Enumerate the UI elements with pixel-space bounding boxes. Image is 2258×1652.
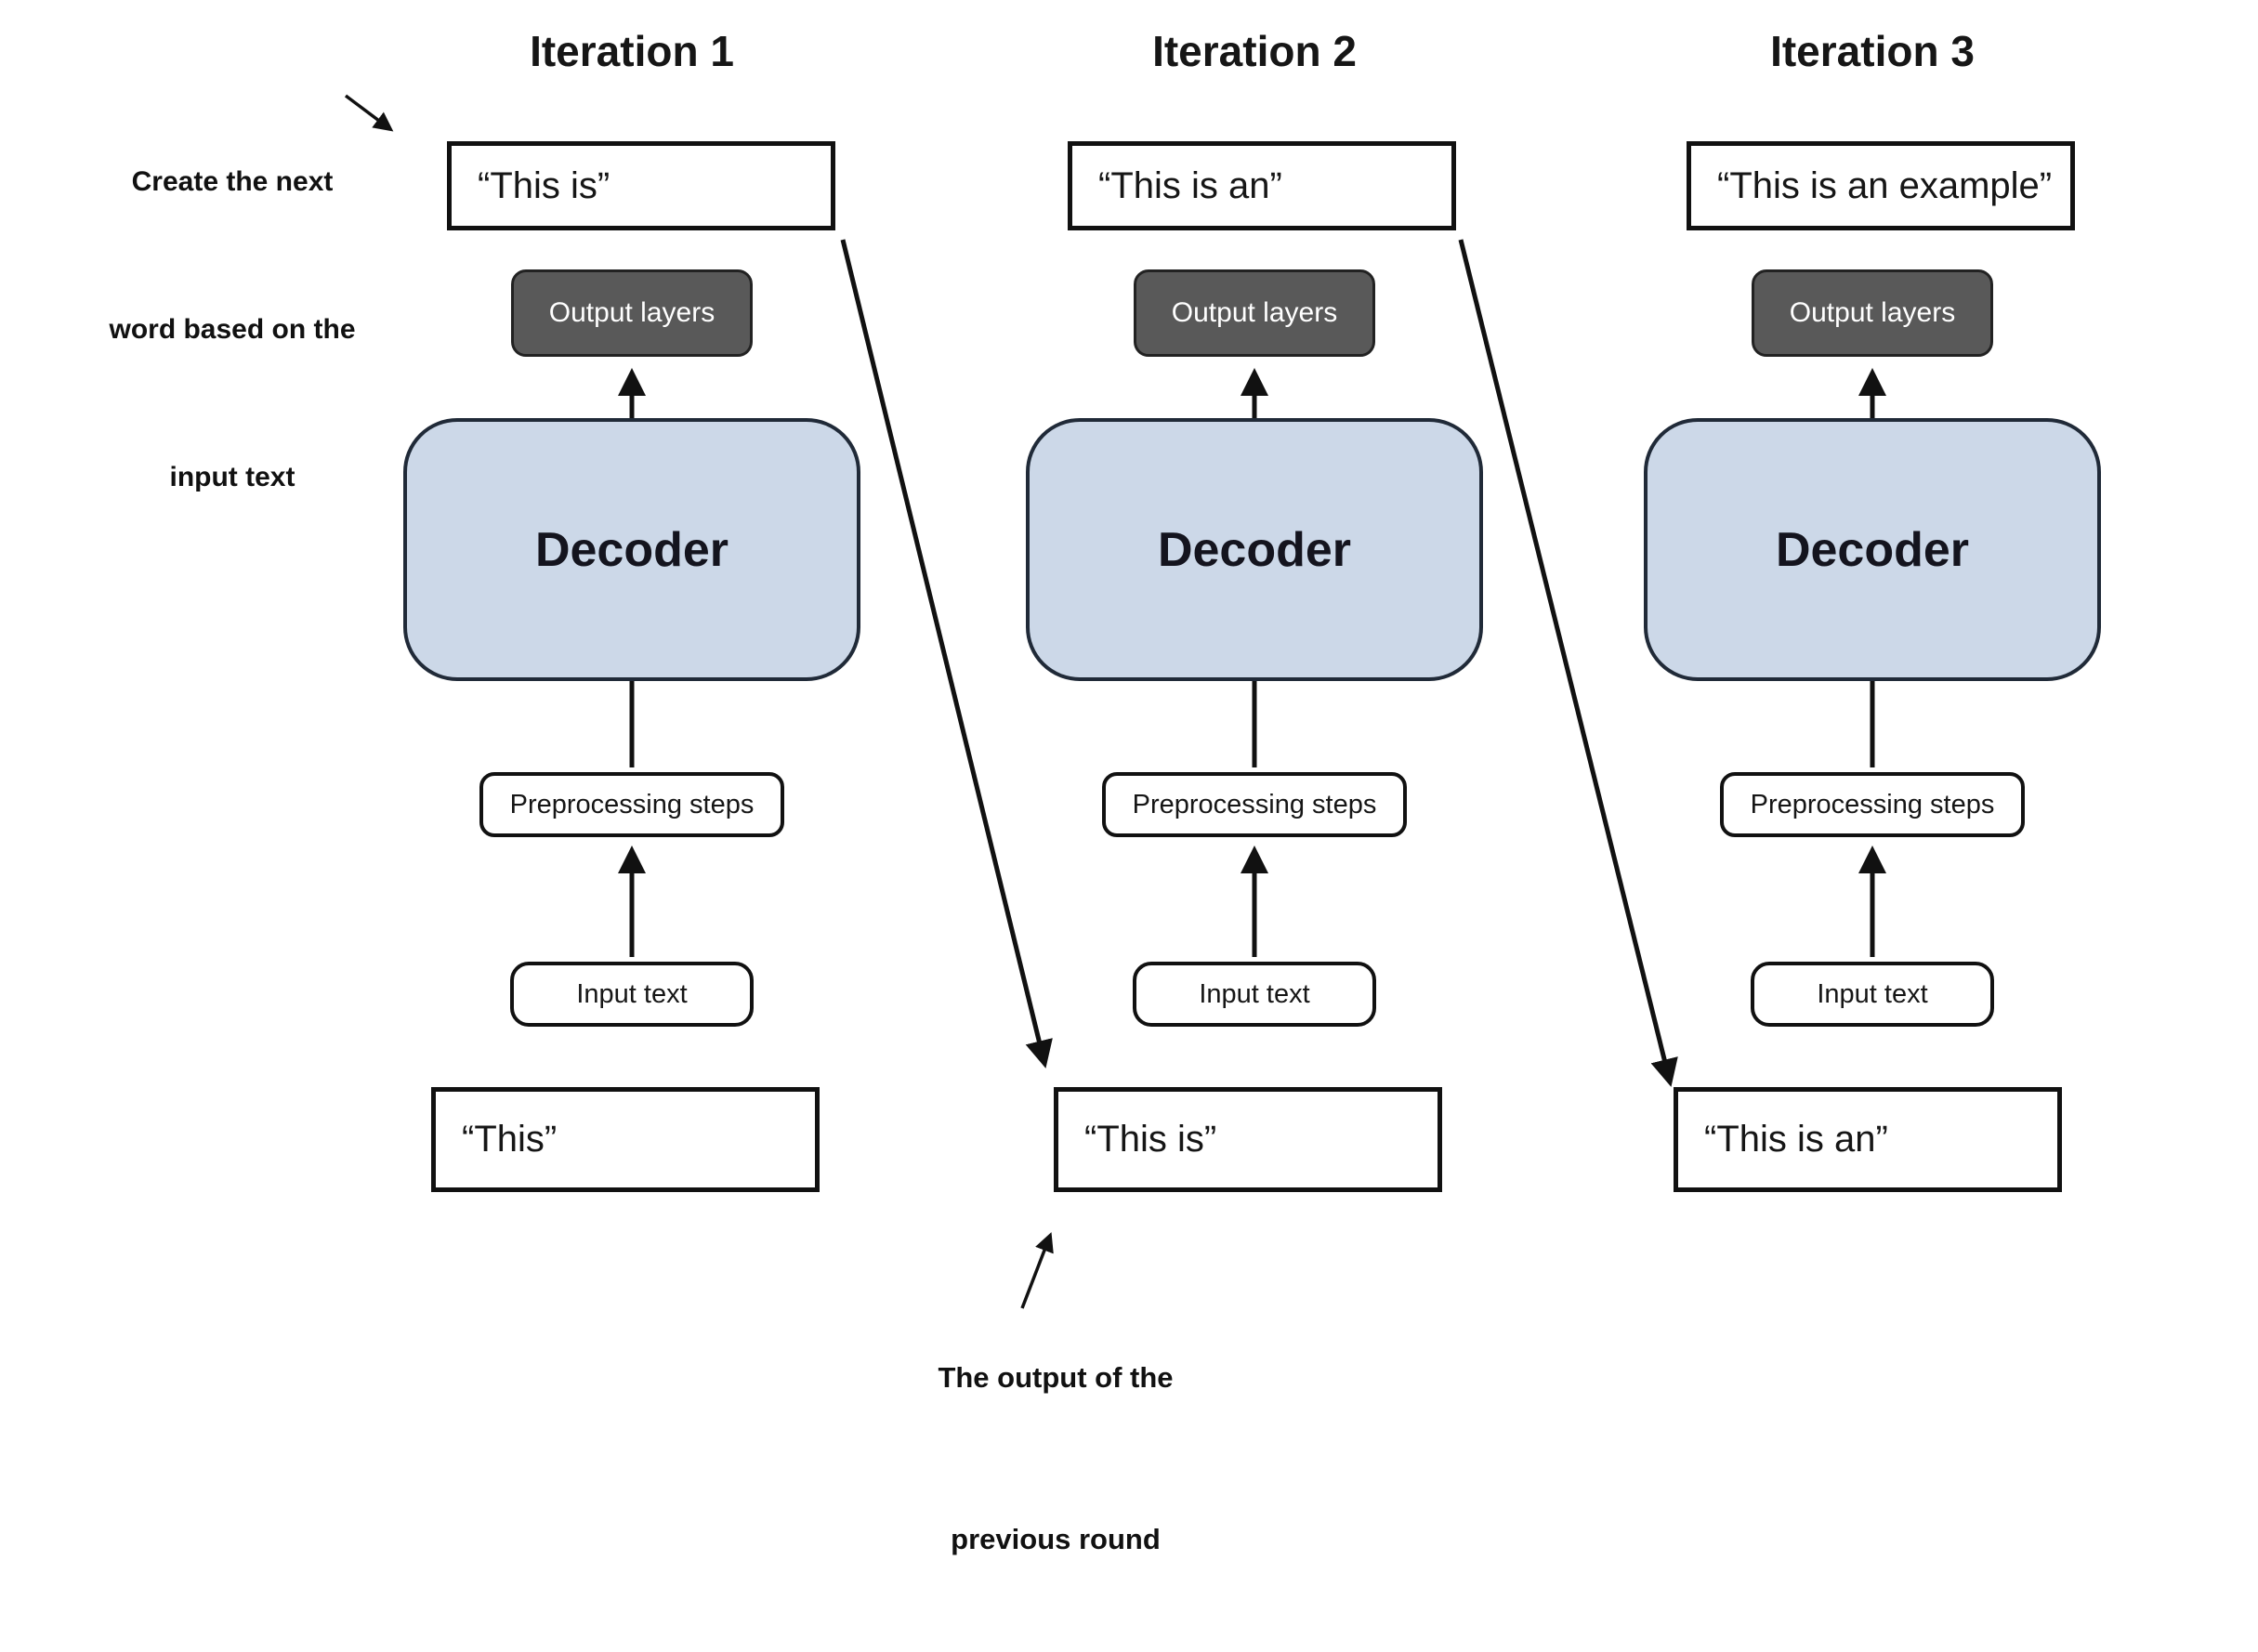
input-string-2: “This is”	[1084, 1119, 1217, 1160]
input-string-box-2: “This is”	[1054, 1087, 1442, 1192]
input-text-label-3: Input text	[1817, 978, 1928, 1009]
decoder-box-3: Decoder	[1644, 418, 2101, 681]
preprocessing-box-1: Preprocessing steps	[479, 772, 784, 837]
decoder-label-1: Decoder	[534, 522, 729, 577]
output-layers-label-2: Output layers	[1171, 297, 1338, 328]
input-text-label-1: Input text	[576, 978, 688, 1009]
annotation-line: previous round	[951, 1523, 1161, 1555]
generated-text-box-2: “This is an”	[1068, 141, 1456, 230]
decoder-label-3: Decoder	[1775, 522, 1970, 577]
arrow-output2-to-input3	[1458, 239, 1678, 1087]
generated-text-box-1: “This is”	[447, 141, 835, 230]
input-text-pill-2: Input text	[1133, 962, 1376, 1027]
generated-text-1: “This is”	[478, 164, 610, 206]
iteration-title-1: Iteration 1	[530, 27, 734, 75]
generated-text-2: “This is an”	[1098, 164, 1282, 206]
preprocessing-label-2: Preprocessing steps	[1132, 789, 1377, 819]
annotation-output-feedback: The output of the previous round serves …	[879, 1243, 1232, 1652]
output-layers-box-1: Output layers	[511, 269, 753, 357]
preprocessing-box-2: Preprocessing steps	[1102, 772, 1407, 837]
preprocessing-label-1: Preprocessing steps	[509, 789, 755, 819]
input-text-pill-1: Input text	[510, 962, 754, 1027]
input-text-label-2: Input text	[1199, 978, 1310, 1009]
output-layers-label-1: Output layers	[548, 297, 715, 328]
generated-text-box-3: “This is an example”	[1687, 141, 2075, 230]
generated-text-3: “This is an example”	[1717, 164, 2053, 206]
decoder-label-2: Decoder	[1157, 522, 1352, 577]
input-text-pill-3: Input text	[1751, 962, 1994, 1027]
input-string-box-3: “This is an”	[1674, 1087, 2062, 1192]
decoder-box-1: Decoder	[403, 418, 860, 681]
iteration-title-2: Iteration 2	[1152, 27, 1357, 75]
figure-caption: 图 1.8 GPT 架构仅采用了原始Transformer架构的解码器部分。它的…	[13, 1531, 2252, 1652]
annotation-line: input text	[169, 462, 295, 492]
annotation-line: word based on the	[109, 314, 356, 345]
preprocessing-box-3: Preprocessing steps	[1720, 772, 2025, 837]
arrow-output1-to-input2	[840, 239, 1053, 1069]
annotation-line: The output of the	[938, 1361, 1174, 1394]
output-layers-label-3: Output layers	[1789, 297, 1956, 328]
output-layers-box-3: Output layers	[1752, 269, 1993, 357]
input-string-1: “This”	[462, 1119, 558, 1160]
decoder-box-2: Decoder	[1026, 418, 1483, 681]
output-layers-box-2: Output layers	[1134, 269, 1375, 357]
annotation-create-next-word: Create the next word based on the input …	[56, 59, 409, 600]
input-string-3: “This is an”	[1704, 1119, 1888, 1160]
iteration-title-3: Iteration 3	[1770, 27, 1975, 75]
preprocessing-label-3: Preprocessing steps	[1750, 789, 1995, 819]
annotation-line: Create the next	[131, 166, 334, 197]
input-string-box-1: “This”	[431, 1087, 820, 1192]
